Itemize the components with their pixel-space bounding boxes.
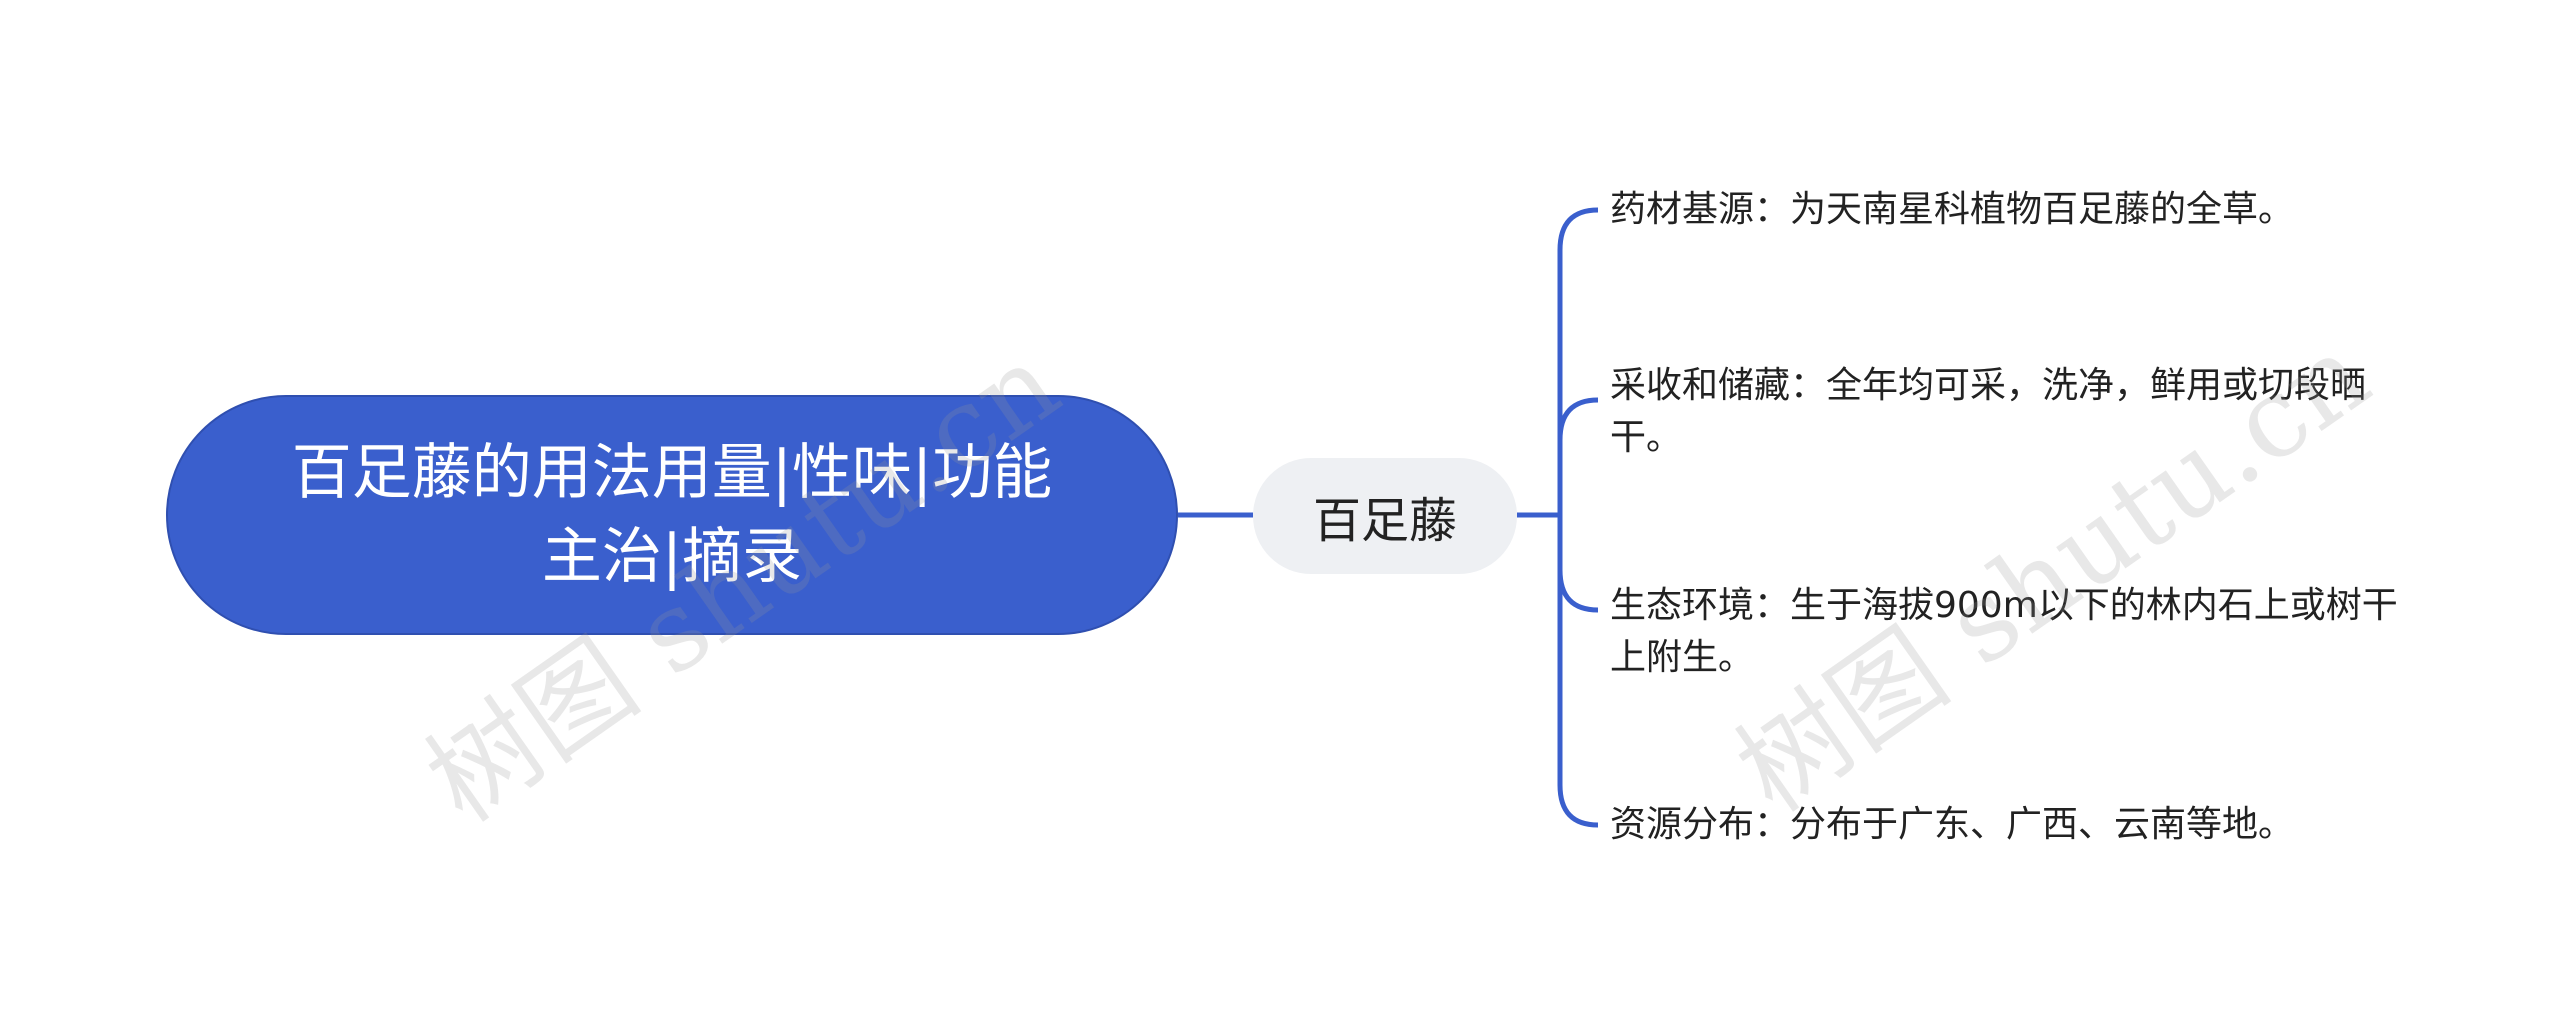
branch-connector-4 <box>1557 515 1599 828</box>
branch-item-source[interactable]: 药材基源：为天南星科植物百足藤的全草。 <box>1610 189 2295 230</box>
root-title: 百足藤的用法用量|性味|功能主治|摘录 <box>291 438 1053 592</box>
branch-connector-2 <box>1557 397 1599 441</box>
branch-item-harvest[interactable]: 采收和储藏：全年均可采，洗净，鲜用或切段晒干。 <box>1610 365 2367 458</box>
branch-item-distribution[interactable]: 资源分布：分布于广东、广西、云南等地。 <box>1610 804 2295 845</box>
branch-item-habitat[interactable]: 生态环境：生于海拔900m以下的林内石上或树干上附生。 <box>1610 585 2398 678</box>
center-label: 百足藤 <box>1312 493 1457 549</box>
branch-connector-1 <box>1557 207 1599 515</box>
root-topic[interactable]: 百足藤的用法用量|性味|功能主治|摘录 <box>166 395 1178 635</box>
branch-connector-3 <box>1557 515 1599 613</box>
center-topic[interactable]: 百足藤 <box>1253 458 1517 574</box>
